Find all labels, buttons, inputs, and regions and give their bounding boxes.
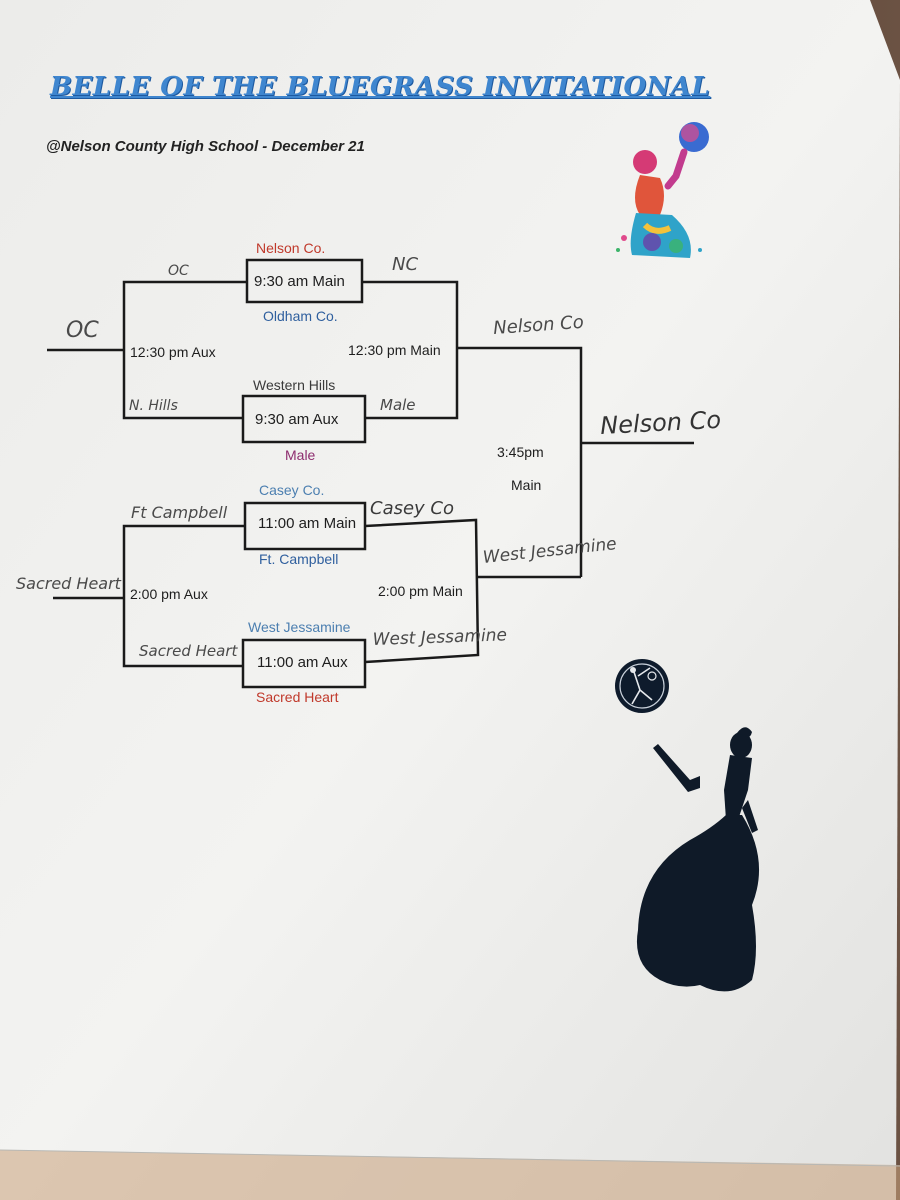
g1-team-top: Nelson Co. xyxy=(256,240,326,256)
g1-time: 9:30 am Main xyxy=(254,273,345,290)
hw-g1-loser: OC xyxy=(168,263,189,279)
hw-g3-winner: Casey Co xyxy=(370,498,455,519)
g4-time: 11:00 am Aux xyxy=(257,654,348,671)
g2-team-bottom: Male xyxy=(285,447,316,463)
hw-g3-loser: Ft Campbell xyxy=(131,503,228,522)
hw-g1-winner: NC xyxy=(392,254,419,275)
hw-c1-winner: OC xyxy=(66,318,99,343)
g4-team-bottom: Sacred Heart xyxy=(256,689,339,705)
princess-silhouette xyxy=(636,727,760,992)
c2-time: 2:00 pm Aux xyxy=(130,586,208,602)
hw-g2-loser: N. Hills xyxy=(129,398,178,414)
final-time: 3:45pm xyxy=(497,444,544,460)
hw-g2-winner: Male xyxy=(380,396,416,414)
g3-team-bottom: Ft. Campbell xyxy=(259,551,339,567)
basketball-logo xyxy=(615,659,669,713)
page-title: BELLE OF THE BLUEGRASS INVITATIONAL xyxy=(50,72,711,102)
hw-g4-loser: Sacred Heart xyxy=(139,642,238,660)
final-venue: Main xyxy=(511,477,542,493)
g2-team-top: Western Hills xyxy=(253,377,336,393)
w1-time: 12:30 pm Main xyxy=(348,342,441,358)
basketball-player-image xyxy=(616,122,709,258)
g2-time: 9:30 am Aux xyxy=(255,411,339,428)
hw-c2-winner: Sacred Heart xyxy=(16,574,121,593)
page-subtitle: @Nelson County High School - December 21 xyxy=(46,138,365,155)
g1-team-bottom: Oldham Co. xyxy=(263,308,338,324)
g4-team-top: West Jessamine xyxy=(248,619,351,635)
c1-time: 12:30 pm Aux xyxy=(130,344,216,360)
g3-team-top: Casey Co. xyxy=(259,482,325,498)
g3-time: 11:00 am Main xyxy=(258,515,357,532)
bracket-lines xyxy=(47,258,694,689)
w2-time: 2:00 pm Main xyxy=(378,583,463,599)
